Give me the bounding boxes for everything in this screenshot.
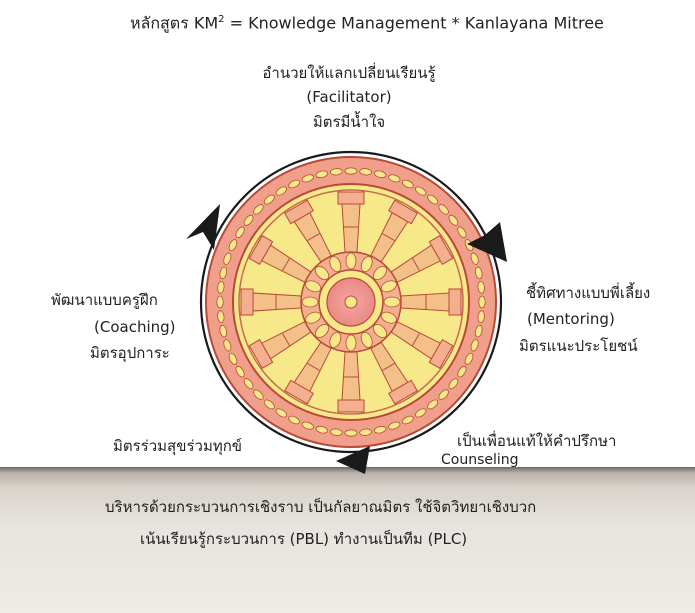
top-label-line3: มิตรมีน้ำใจ <box>312 113 386 131</box>
cycle-ring <box>199 150 503 454</box>
top-label-line1: อำนวยให้แลกเปลี่ยนเรียนรู้ <box>262 64 436 82</box>
bottom-right-label-line1: เป็นเพื่อนแท้ให้คำปรึกษา <box>457 432 617 450</box>
right-label-line1: ชี้ทิศทางแบบพี่เลี้ยง <box>526 284 651 302</box>
wheel-rim-beads <box>216 167 486 437</box>
arrow-head-top-left <box>186 204 220 250</box>
arrow-head-bottom <box>336 446 370 474</box>
hub-petals <box>301 252 401 352</box>
left-label-line3: มิตรอุปการะ <box>90 344 170 362</box>
right-label-line3: มิตรแนะประโยชน์ <box>519 337 638 355</box>
bottom-left-label: มิตรร่วมสุขร่วมทุกข์ <box>113 437 243 455</box>
bottom-right-label-line2: Counseling <box>441 452 519 468</box>
top-label-line2: (Facilitator) <box>306 88 392 106</box>
left-label-line1: พัฒนาแบบครูฝึก <box>51 291 158 309</box>
footer-line2: เน้นเรียนรู้กระบวนการ (PBL) ทำงานเป็นทีม… <box>140 530 468 548</box>
dharma-wheel <box>205 156 497 448</box>
arrow-head-right <box>467 222 507 262</box>
left-label-line2: (Coaching) <box>94 318 176 336</box>
footer-line1: บริหารด้วยกระบวนการเชิงราบ เป็นกัลยาณมิต… <box>105 498 537 516</box>
right-label-line2: (Mentoring) <box>527 310 615 328</box>
diagram-title: หลักสูตร KM2 = Knowledge Management * Ka… <box>130 13 604 33</box>
floor-shadow <box>0 467 695 613</box>
